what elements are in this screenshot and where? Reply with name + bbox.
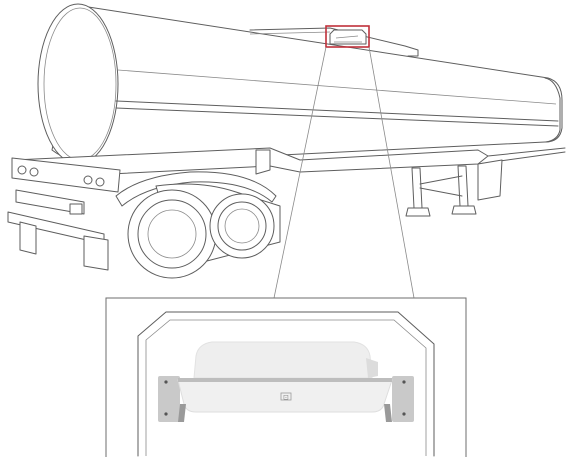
device-badge-label: ⊡ bbox=[283, 394, 289, 402]
trailer-chassis bbox=[7, 147, 566, 271]
rear-wheels bbox=[127, 183, 281, 279]
wheel-front bbox=[127, 189, 217, 279]
wheel-rear bbox=[209, 193, 275, 259]
tanker-tank bbox=[37, 3, 563, 165]
device-highlight-box bbox=[325, 25, 370, 48]
device-badge bbox=[280, 392, 292, 401]
tank-end-cap bbox=[37, 3, 119, 165]
landing-gear-right bbox=[457, 165, 469, 207]
mount-bracket-right bbox=[392, 376, 414, 422]
device-cap bbox=[193, 341, 373, 379]
mount-bracket-left bbox=[158, 376, 180, 422]
callout-lines bbox=[273, 46, 415, 299]
device-enlarged: ⊡ bbox=[158, 341, 414, 422]
roof-device-small bbox=[329, 29, 367, 45]
